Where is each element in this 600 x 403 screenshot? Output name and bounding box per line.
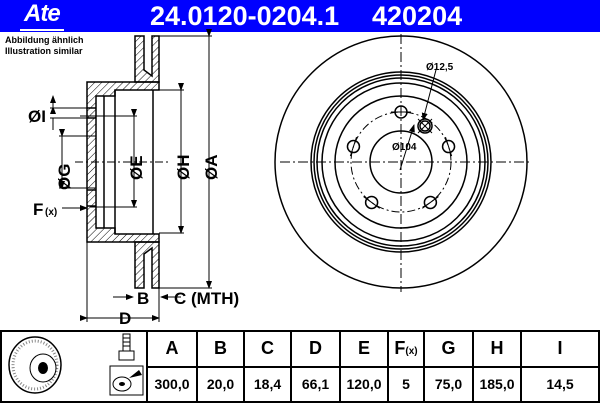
value-i: 14,5 bbox=[520, 365, 600, 403]
bolt-hole bbox=[364, 195, 379, 210]
header-h: H bbox=[472, 330, 522, 368]
illustration-note: Abbildung ähnlich Illustration similar bbox=[5, 35, 84, 57]
bolt-hole bbox=[346, 139, 361, 154]
label-dia-i: ØI bbox=[28, 107, 46, 126]
label-d: D bbox=[119, 309, 131, 328]
value-g: 75,0 bbox=[423, 365, 474, 403]
label-dia-a: ØA bbox=[202, 155, 221, 181]
value-h: 185,0 bbox=[472, 365, 522, 403]
label-f-sub: (x) bbox=[45, 207, 57, 218]
bolt-hole-centerline bbox=[363, 196, 380, 209]
header-f: F(x) bbox=[387, 330, 425, 368]
header-f-letter: F bbox=[394, 338, 406, 359]
hole-diameter-label: Ø12,5 bbox=[426, 62, 454, 73]
side-view-labels: ØI ØG ØE ØH ØA F (x) B C (MTH) D bbox=[28, 107, 239, 328]
spec-table: A B C D E F(x) G H I 300,0 20,0 18,4 66,… bbox=[0, 330, 600, 403]
label-dia-g: ØG bbox=[55, 164, 74, 190]
header-d: D bbox=[290, 330, 341, 368]
ate-logo: Ate bbox=[20, 1, 64, 31]
side-section-view bbox=[50, 29, 212, 322]
value-d: 66,1 bbox=[290, 365, 341, 403]
bolt-hole bbox=[441, 139, 456, 154]
header-f-sub: (x) bbox=[405, 346, 418, 358]
header-c: C bbox=[243, 330, 292, 368]
header-i: I bbox=[520, 330, 600, 368]
bolt-hole-centerline bbox=[422, 196, 439, 209]
value-c: 18,4 bbox=[243, 365, 292, 403]
front-view bbox=[274, 34, 532, 292]
value-e: 120,0 bbox=[339, 365, 389, 403]
header-a: A bbox=[146, 330, 198, 368]
technical-drawing: ØI ØG ØE ØH ØA F (x) B C (MTH) D Ø12,5 Ø… bbox=[28, 29, 532, 328]
bolt-hole-centerline bbox=[444, 136, 453, 157]
value-a: 300,0 bbox=[146, 365, 198, 403]
label-dia-h: ØH bbox=[174, 155, 193, 181]
disc-image-cell bbox=[0, 330, 108, 403]
value-b: 20,0 bbox=[196, 365, 245, 403]
note-en: Illustration similar bbox=[5, 46, 83, 56]
disc-perspective-icon bbox=[8, 336, 62, 394]
label-c: C (MTH) bbox=[174, 289, 239, 308]
bolt-hole bbox=[423, 195, 438, 210]
bolt-icon bbox=[109, 333, 144, 396]
bolt-icons-cell bbox=[108, 330, 148, 403]
reference-number: 420204 bbox=[372, 1, 463, 31]
value-f: 5 bbox=[387, 365, 425, 403]
label-dia-e: ØE bbox=[127, 155, 146, 180]
part-number: 24.0120-0204.1 bbox=[150, 1, 340, 31]
bolt-hole-centerline bbox=[349, 136, 358, 157]
note-de: Abbildung ähnlich bbox=[5, 35, 84, 45]
header-e: E bbox=[339, 330, 389, 368]
header-bar: Ate 24.0120-0204.1 420204 bbox=[0, 0, 600, 32]
header-g: G bbox=[423, 330, 474, 368]
pcd-label: Ø104 bbox=[392, 142, 417, 153]
label-b: B bbox=[137, 289, 149, 308]
header-b: B bbox=[196, 330, 245, 368]
label-f: F bbox=[33, 200, 43, 219]
